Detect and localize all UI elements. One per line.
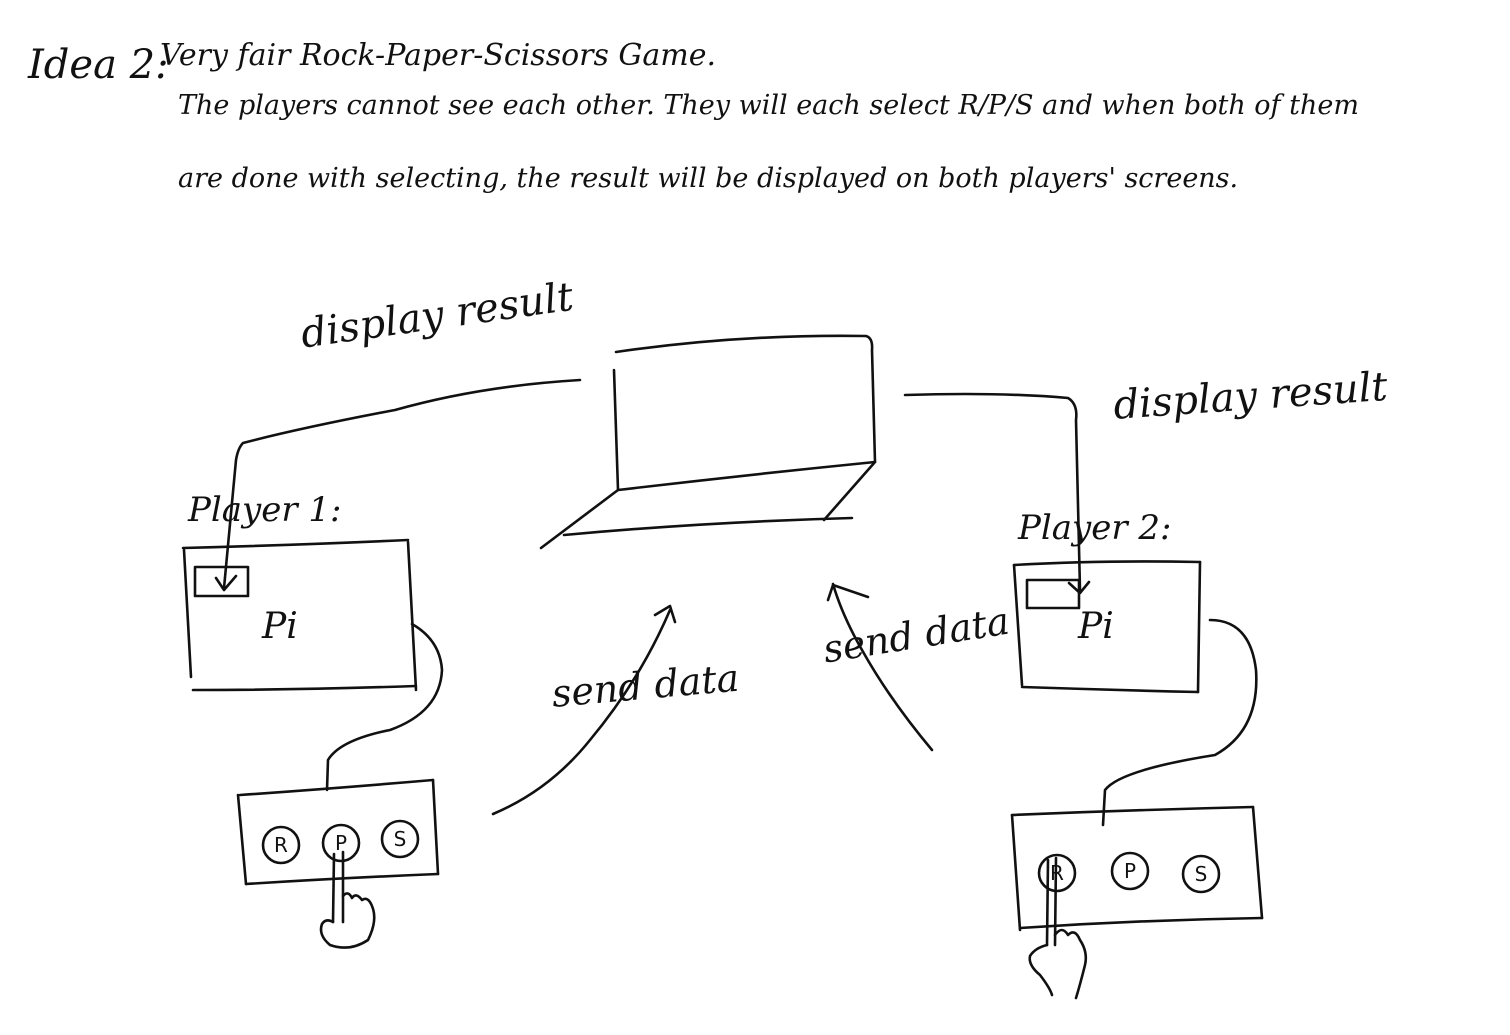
player1-result-display bbox=[193, 565, 250, 598]
player1-rock-button bbox=[261, 825, 301, 865]
description-line-2: are done with selecting, the result will… bbox=[178, 163, 1239, 194]
laptop-icon bbox=[539, 334, 877, 550]
player1-pi-label: Pi bbox=[262, 606, 298, 647]
player2-pi-label: Pi bbox=[1078, 606, 1114, 647]
player1-paper-label: P bbox=[334, 831, 348, 855]
description-line-1: The players cannot see each other. They … bbox=[178, 90, 1359, 121]
player1-label: Player 1: bbox=[188, 490, 342, 530]
player1-pi-screen bbox=[181, 538, 418, 692]
player1-button-box bbox=[236, 778, 440, 886]
player2-pi-screen bbox=[1012, 560, 1202, 694]
send-data-arrow-left bbox=[491, 608, 672, 816]
player1-paper-button bbox=[321, 823, 361, 863]
send-data-arrow-right bbox=[831, 582, 934, 752]
idea-title: Very fair Rock-Paper-Scissors Game. bbox=[160, 38, 717, 73]
display-result-arrow-left bbox=[222, 378, 582, 590]
player2-rock-label: R bbox=[1050, 861, 1064, 885]
hand-pointer-icon bbox=[1028, 856, 1088, 1000]
player2-paper-button bbox=[1110, 851, 1150, 891]
player2-paper-label: P bbox=[1123, 859, 1137, 883]
player2-scissors-button bbox=[1181, 854, 1221, 894]
player1-scissors-label: S bbox=[393, 827, 407, 851]
player2-rock-button bbox=[1037, 853, 1077, 893]
hand-pointer-icon bbox=[319, 850, 376, 949]
idea-label: Idea 2: bbox=[28, 42, 169, 88]
player2-button-box bbox=[1010, 805, 1264, 932]
player2-result-display bbox=[1025, 578, 1081, 610]
player1-scissors-button bbox=[380, 819, 420, 859]
player2-label: Player 2: bbox=[1018, 508, 1172, 548]
display-result-arrow-right bbox=[903, 392, 1082, 592]
player1-cable bbox=[325, 622, 444, 792]
player2-scissors-label: S bbox=[1194, 862, 1208, 886]
player2-cable bbox=[1101, 618, 1258, 827]
player1-rock-label: R bbox=[274, 833, 288, 857]
